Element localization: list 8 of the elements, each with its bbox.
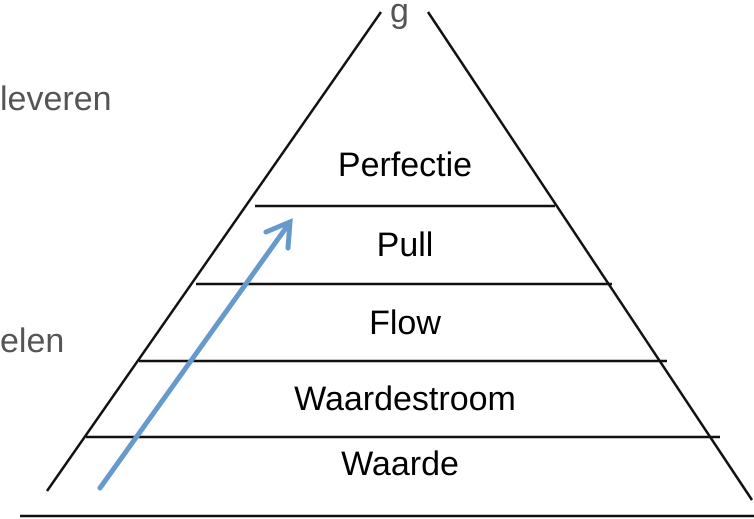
pyramid-level: Waarde: [90, 440, 710, 488]
pyramid-level: Perfectie: [280, 135, 530, 195]
pyramid-level: Flow: [200, 290, 610, 356]
text-label: leveren: [0, 82, 112, 116]
pyramid-level: Pull: [260, 212, 550, 278]
text-label: elen: [0, 324, 64, 358]
pyramid-level: Waardestroom: [150, 366, 660, 432]
text-label: g: [390, 0, 409, 28]
